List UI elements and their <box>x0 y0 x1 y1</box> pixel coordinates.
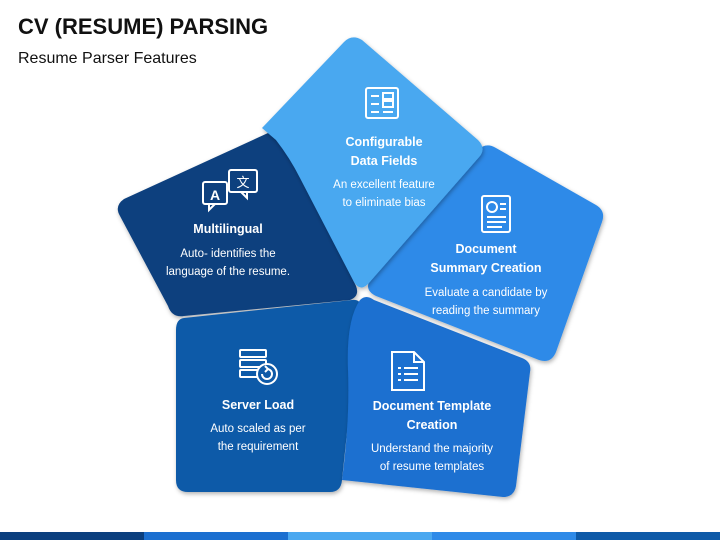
template-desc-line-1: Understand the majority <box>371 443 493 455</box>
bottom-bar-segment <box>288 532 432 540</box>
segment-configurable-data-fields <box>262 37 483 288</box>
template-heading-line-2: Creation <box>407 418 458 432</box>
configurable-heading-line-2: Data Fields <box>351 154 418 168</box>
multilingual-desc-line-1: Auto- identifies the <box>180 248 275 260</box>
bottom-color-bar <box>0 532 720 540</box>
resume-document-icon <box>481 195 511 233</box>
page-title: CV (RESUME) PARSING <box>18 14 269 39</box>
multilingual-heading: Multilingual <box>193 222 262 236</box>
translate-icon-letter-a: A <box>210 187 220 203</box>
page-subtitle: Resume Parser Features <box>18 50 197 67</box>
form-fields-icon <box>365 87 399 119</box>
bottom-bar-segment <box>0 532 144 540</box>
server-heading: Server Load <box>222 398 294 412</box>
bottom-bar-segment <box>432 532 576 540</box>
summary-heading-line-2: Summary Creation <box>430 261 541 275</box>
segment-multilingual <box>117 131 358 317</box>
configurable-desc-line-1: An excellent feature <box>333 179 435 191</box>
bottom-bar-segment <box>144 532 288 540</box>
template-heading-line-1: Document Template <box>373 399 492 413</box>
server-desc-line-2: the requirement <box>218 441 299 453</box>
document-list-icon <box>391 351 425 391</box>
summary-heading-line-1: Document <box>455 242 517 256</box>
segment-document-template <box>342 297 531 497</box>
configurable-desc-line-2: to eliminate bias <box>342 197 425 209</box>
segment-server-load <box>176 299 361 492</box>
server-desc-line-1: Auto scaled as per <box>210 423 305 435</box>
template-desc-line-2: of resume templates <box>380 461 484 473</box>
multilingual-desc-line-2: language of the resume. <box>166 266 290 278</box>
translate-icon-glyph: 文 <box>236 176 249 191</box>
segment-document-summary <box>368 145 604 361</box>
summary-desc-line-2: reading the summary <box>432 305 540 317</box>
server-refresh-icon <box>239 349 278 385</box>
summary-desc-line-1: Evaluate a candidate by <box>425 287 548 299</box>
bottom-bar-segment <box>576 532 720 540</box>
translate-icon <box>202 169 258 213</box>
configurable-heading-line-1: Configurable <box>345 135 422 149</box>
